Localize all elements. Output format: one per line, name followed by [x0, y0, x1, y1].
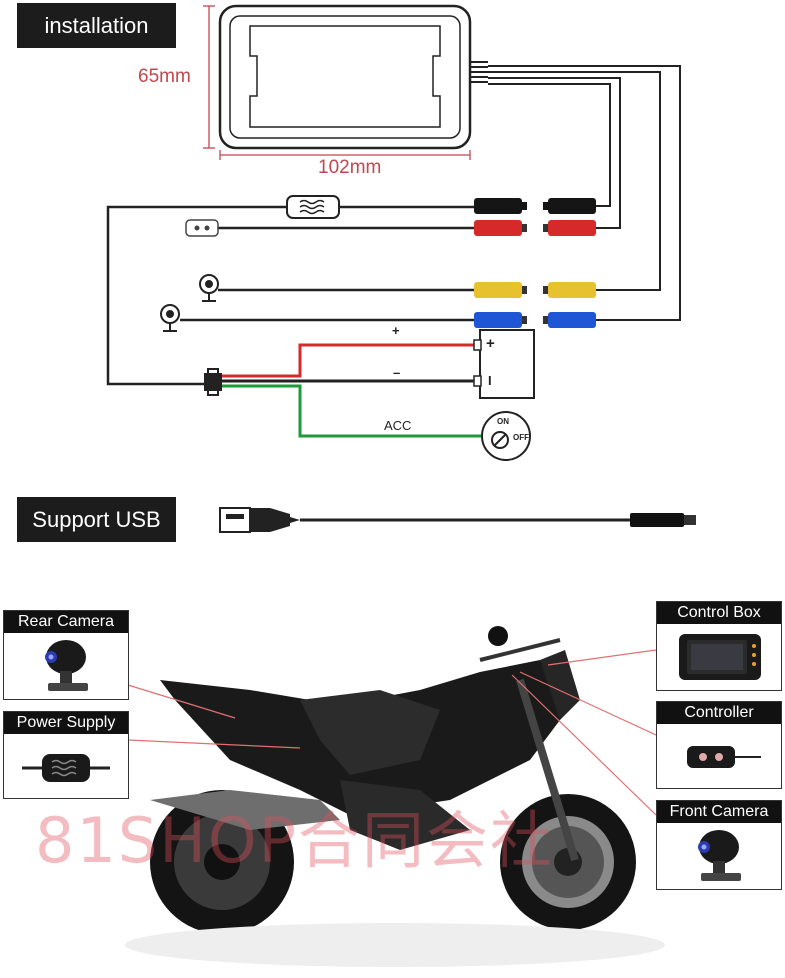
front-camera-icon	[698, 830, 741, 881]
power-supply-callout: Power Supply	[3, 711, 129, 799]
yellow-plug-pair	[218, 282, 596, 298]
positive-label: +	[392, 323, 400, 338]
control-box-caption: Control Box	[657, 602, 781, 624]
battery-minus-label: I	[488, 373, 492, 388]
rear-camera-icon	[45, 640, 88, 691]
rear-camera-callout: Rear Camera	[3, 610, 129, 700]
height-dimension-label: 65mm	[138, 66, 191, 87]
control-box-callout: Control Box	[656, 601, 782, 691]
controller-icon	[687, 746, 761, 768]
battery-icon	[473, 329, 535, 399]
rear-camera-wire-icon	[160, 304, 180, 332]
negative-label: –	[393, 365, 401, 380]
main-cable-bundle	[470, 61, 681, 321]
installation-label: installation	[17, 3, 176, 48]
switch-off-label: OFF	[513, 433, 529, 442]
controller-wire	[106, 205, 474, 386]
front-camera-caption: Front Camera	[657, 801, 781, 823]
acc-label: ACC	[384, 418, 412, 433]
watermark-text: 81SHOP合同会社	[35, 804, 555, 877]
control-box-icon	[679, 634, 761, 680]
controller-caption: Controller	[657, 702, 781, 724]
controller-callout: Controller	[656, 701, 782, 789]
installation-label-text: installation	[44, 12, 149, 38]
front-camera-callout: Front Camera	[656, 800, 782, 890]
power-wires	[222, 343, 482, 438]
black-plug-pair	[474, 198, 596, 214]
width-dimension-label: 102mm	[318, 157, 382, 178]
power-connector	[204, 368, 222, 396]
blue-plug-pair	[180, 312, 596, 328]
rear-camera-caption: Rear Camera	[4, 611, 128, 633]
ignition-switch-icon	[481, 411, 531, 461]
dimension-lines	[203, 5, 471, 160]
control-box-outline	[218, 4, 472, 150]
support-usb-label-text: Support USB	[32, 506, 161, 532]
red-plug-pair	[474, 220, 596, 236]
switch-on-label: ON	[497, 417, 509, 426]
power-supply-caption: Power Supply	[4, 712, 128, 734]
callout-lines	[127, 649, 657, 816]
front-camera-wire-icon	[199, 274, 219, 302]
power-supply-icon	[22, 754, 110, 782]
support-usb-label: Support USB	[17, 497, 176, 542]
battery-plus-label: +	[486, 335, 495, 352]
remote-button-wire	[185, 219, 474, 237]
inline-controller-icon	[286, 195, 340, 219]
motorcycle-image	[125, 626, 665, 967]
usb-cable	[219, 507, 696, 533]
